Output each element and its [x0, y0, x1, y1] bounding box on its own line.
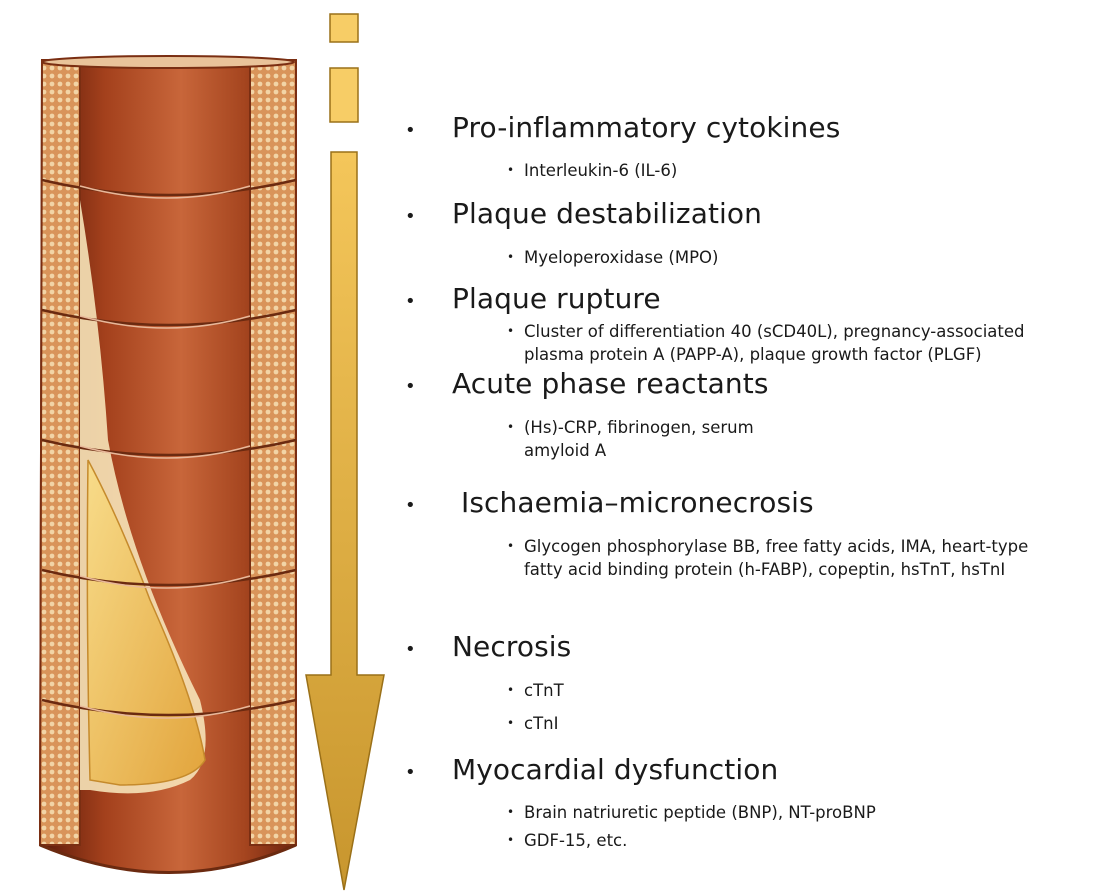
artery-illustration: [0, 0, 300, 895]
progression-arrow: [300, 0, 400, 895]
stage-bullet: •: [405, 764, 416, 782]
marker-item: GDF-15, etc.: [524, 829, 627, 852]
sub-bullet: •: [507, 159, 514, 182]
sub-bullet: •: [507, 320, 514, 343]
marker-item: Glycogen phosphorylase BB, free fatty ac…: [524, 535, 1064, 581]
marker-item: (Hs)-CRP, fibrinogen, serum amyloid A: [524, 416, 824, 462]
sub-bullet: •: [507, 535, 514, 558]
marker-item: Cluster of differentiation 40 (sCD40L), …: [524, 320, 1084, 366]
arrow-block-small: [330, 14, 358, 42]
stage-bullet: •: [405, 208, 416, 226]
marker-item: Interleukin-6 (IL-6): [524, 159, 677, 182]
stage-bullet: •: [405, 378, 416, 396]
marker-item: cTnI: [524, 712, 558, 735]
stage-title: Plaque destabilization: [452, 200, 762, 228]
stage-title: Pro-inflammatory cytokines: [452, 114, 840, 142]
marker-item: cTnT: [524, 679, 564, 702]
stage-bullet: •: [405, 641, 416, 659]
sub-bullet: •: [507, 829, 514, 852]
stage-title: Acute phase reactants: [452, 370, 769, 398]
arrow-block-medium: [330, 68, 358, 122]
stage-title: Ischaemia–micronecrosis: [461, 489, 814, 517]
stage-title: Necrosis: [452, 633, 571, 661]
sub-bullet: •: [507, 801, 514, 824]
sub-bullet: •: [507, 679, 514, 702]
sub-bullet: •: [507, 712, 514, 735]
marker-item: Myeloperoxidase (MPO): [524, 246, 718, 269]
stage-bullet: •: [405, 122, 416, 140]
arrow-shaft: [306, 152, 384, 890]
stage-title: Myocardial dysfunction: [452, 756, 778, 784]
stage-bullet: •: [405, 497, 416, 515]
marker-item: Brain natriuretic peptide (BNP), NT-proB…: [524, 801, 876, 824]
stage-bullet: •: [405, 293, 416, 311]
sub-bullet: •: [507, 416, 514, 439]
sub-bullet: •: [507, 246, 514, 269]
stage-title: Plaque rupture: [452, 285, 661, 313]
